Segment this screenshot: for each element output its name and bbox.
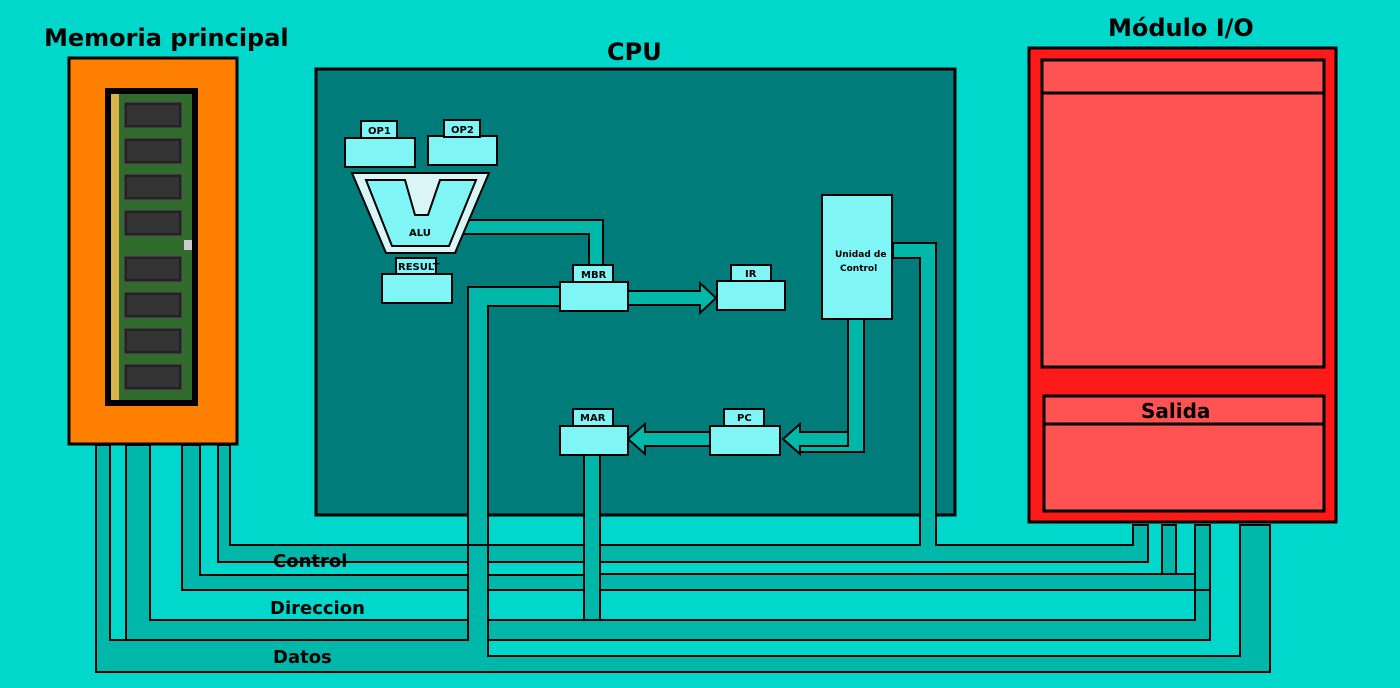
mar-to-bus-path [583,454,601,621]
mar-tab [572,408,614,427]
io-title: Módulo I/O [1108,14,1254,42]
pc-to-mar-arrow [626,421,711,457]
control-unit-label-line2: Control [840,264,877,274]
result-label: RESULT [398,262,440,273]
result-register [381,273,453,304]
mar-register [559,425,629,456]
op2-label: OP2 [451,125,474,136]
op1-label: OP1 [368,126,391,137]
pc-register [709,425,781,456]
op2-register [427,135,498,166]
mbr-to-ir-arrow [627,280,718,316]
ram-module-icon [105,88,198,406]
io-output-area [1042,394,1326,513]
cpu-title: CPU [607,38,662,66]
mbr-label: MBR [581,270,607,281]
data-bus-label: Datos [273,647,332,668]
ir-tab [730,264,772,282]
control-unit-label-line1: Unidad de [835,250,886,260]
control-to-pc-arrow [781,421,849,457]
ir-label: IR [745,269,757,280]
memory-title: Memoria principal [44,24,289,52]
pc-label: PC [737,413,752,424]
alu-label: ALU [409,228,431,239]
control-bus-top [217,242,1149,563]
mbr-tab [572,264,614,283]
address-bus-label: Direccion [270,598,365,619]
control-unit [821,194,893,320]
control-bus-label: Control [273,551,347,572]
mar-label: MAR [580,413,606,424]
op1-tab [360,120,398,139]
ir-register [716,280,786,311]
pc-tab [723,408,765,427]
io-input-area [1040,58,1326,369]
op1-register [344,137,416,168]
io-output-label: Salida [1141,399,1210,423]
result-tab [395,257,437,275]
mbr-register [559,281,629,312]
op2-tab [443,119,481,138]
